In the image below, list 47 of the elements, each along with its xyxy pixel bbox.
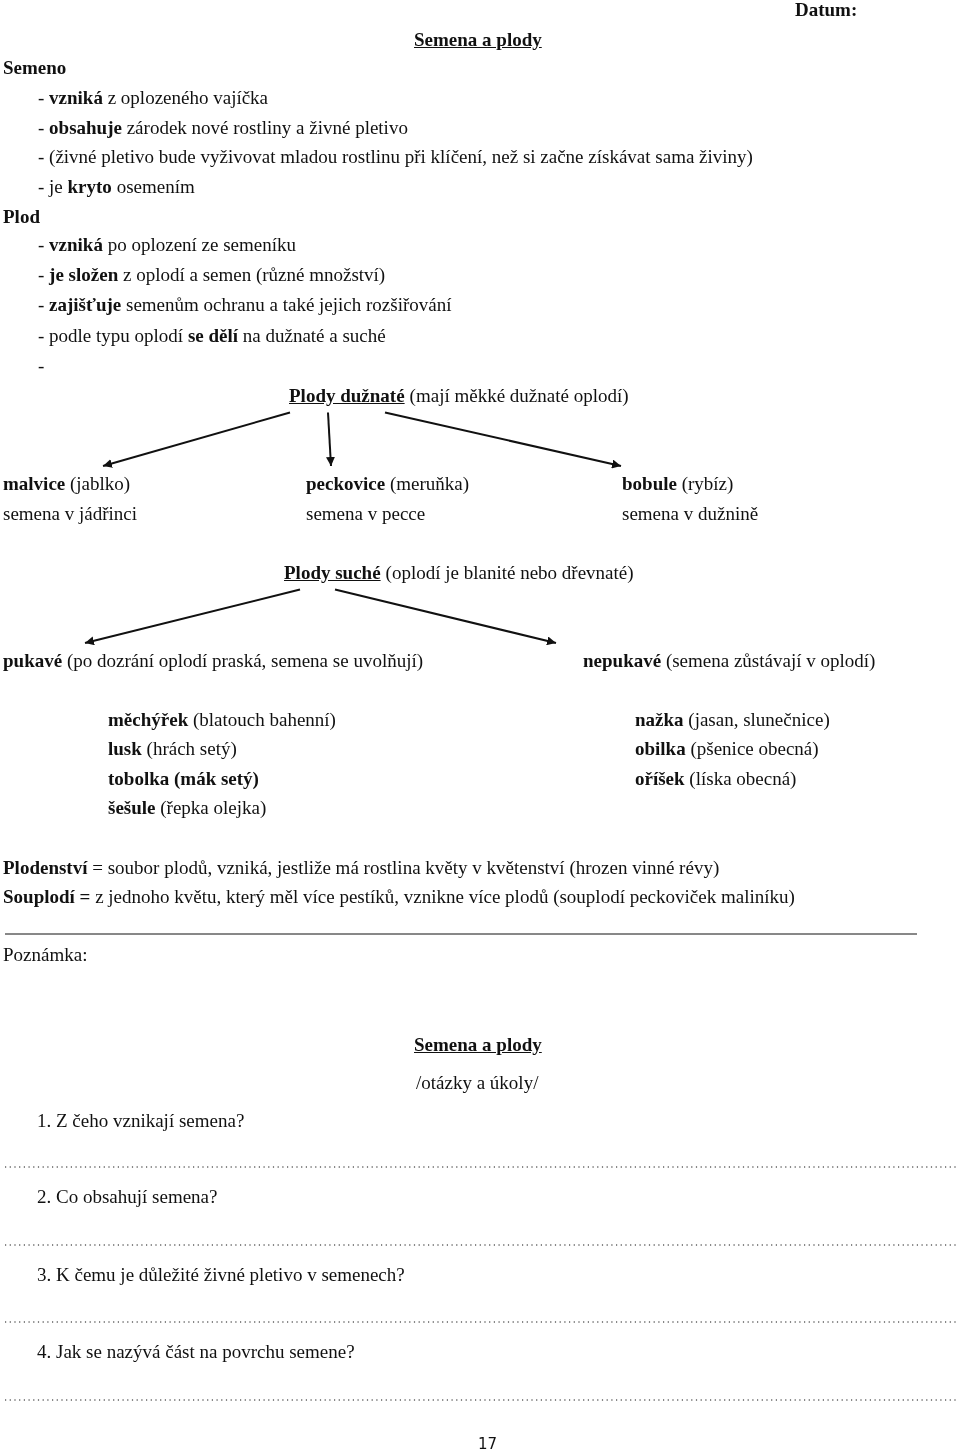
date-label: Datum: (795, 0, 858, 22)
example-text: nažka (jasan, slunečnice) (635, 708, 830, 732)
page-title: Semena a plody (414, 28, 542, 52)
bullet-text: - (živné pletivo bude vyživovat mladou rostlinu při klíčení, než si začne získávat sama živiny) (38, 145, 753, 169)
bullet-text: - (38, 354, 45, 378)
fruit-description: semena v dužnině (622, 501, 759, 526)
bullet-text: - obsahuje zárodek nové rostliny a živné pletivo (38, 116, 408, 140)
fruit-description: semena v jádřinci (3, 501, 137, 526)
fruit-description: (mají měkké dužnaté oplodí) (409, 384, 629, 408)
example-text: oříšek (líska obecná) (635, 767, 797, 791)
example-text: tobolka (mák setý) (108, 767, 259, 791)
definition-text: Souplodí = z jednoho květu, který měl více pestíků, vznikne více plodů (souplodí peckoviček maliníku) (3, 885, 795, 909)
example-text: obilka (pšenice obecná) (635, 737, 819, 761)
bullet-text: - vzniká po oplození ze semeníku (38, 233, 297, 257)
arrow (384, 411, 622, 469)
fruit-type: bobule (rybíz) (622, 472, 734, 496)
example-text: měchýřek (blatouch bahenní) (108, 708, 336, 732)
example-text: lusk (hrách setý) (108, 737, 237, 761)
question-text: 2. Co obsahují semena? (37, 1185, 218, 1209)
bullet-text: - zajišťuje semenům ochranu a také jejich rozšiřování (38, 293, 452, 317)
example-text: šešule (řepka olejka) (108, 796, 267, 820)
section-heading: Semeno (3, 56, 67, 80)
question-text: 4. Jak se nazývá část na povrchu semene? (37, 1340, 355, 1364)
bullet-text: - podle typu oplodí se dělí na dužnaté a suché (38, 324, 386, 348)
fruit-type: malvice (jablko) (3, 472, 131, 496)
fruit-type: nepukavé (semena zůstávají v oplodí) (583, 649, 876, 673)
arrow (102, 411, 291, 468)
definition-text: Plodenství = soubor plodů, vzniká, jestliže má rostlina květy v květenství (hrozen vinné révy) (3, 856, 720, 880)
section-title: Semena a plody (414, 1033, 542, 1057)
arrow (334, 588, 557, 646)
category-heading: Plody dužnaté (289, 384, 405, 408)
fruit-description: (oplodí je blanité nebo dřevnaté) (385, 561, 634, 585)
page-number: 17 (478, 1434, 498, 1452)
arrow (84, 588, 301, 646)
question-text: 1. Z čeho vznikají semena? (37, 1109, 245, 1133)
note-label: Poznámka: (3, 943, 88, 967)
bullet-text: - je složen z oplodí a semen (různé množství) (38, 263, 386, 287)
fruit-description: semena v pecce (306, 501, 426, 526)
arrow (326, 411, 335, 467)
subtitle: /otázky a úkoly/ (416, 1071, 539, 1095)
bullet-text: - vzniká z oplozeného vajíčka (38, 86, 269, 110)
bullet-text: - je kryto osemením (38, 175, 195, 199)
fruit-type: pukavé (po dozrání oplodí praská, semena se uvolňují) (3, 649, 424, 673)
question-text: 3. K čemu je důležité živné pletivo v semenech? (37, 1263, 405, 1287)
section-heading: Plod (3, 205, 40, 229)
category-heading: Plody suché (284, 561, 381, 585)
fruit-type: peckovice (meruňka) (306, 472, 470, 496)
